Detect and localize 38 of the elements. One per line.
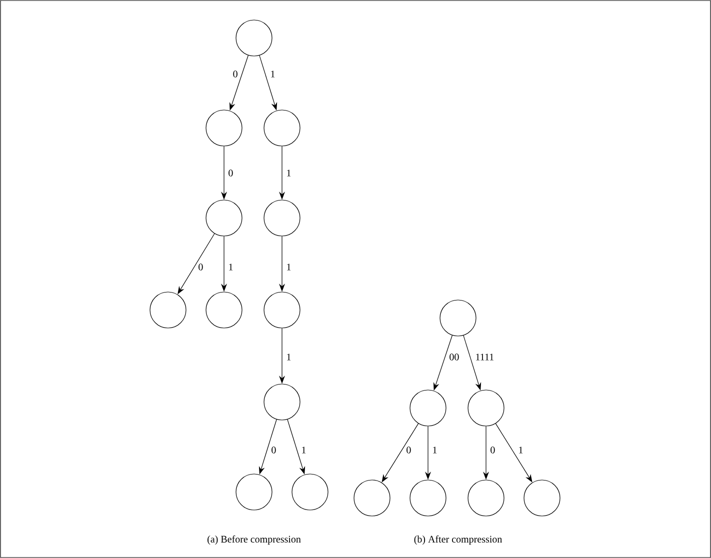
circle-node (236, 20, 272, 56)
circle-node (468, 390, 504, 426)
edge-label: 0 (405, 446, 412, 454)
circle-node (292, 474, 328, 510)
edge-label: 1 (269, 70, 276, 78)
edge-label: 1 (431, 446, 438, 454)
edge-label: 1111 (474, 352, 496, 362)
circle-node (206, 292, 242, 328)
circle-node (206, 110, 242, 146)
circle-node (410, 390, 446, 426)
circle-node (264, 110, 300, 146)
edge-label: 1 (285, 352, 292, 362)
arrow (495, 423, 532, 482)
circle-node (264, 200, 300, 236)
circle-node (206, 200, 242, 236)
circle-node (440, 300, 476, 336)
edge-label: 00 (448, 352, 460, 362)
circle-node (468, 480, 504, 516)
circle-node (150, 292, 186, 328)
circle-node (354, 480, 390, 516)
edge-label: 0 (227, 168, 234, 178)
edge-label: 1 (300, 446, 308, 454)
circle-node (264, 384, 300, 420)
caption: (b) After compression (414, 535, 502, 545)
edge-label: 0 (232, 70, 239, 78)
edge-label: 1 (517, 446, 524, 454)
edge-label: 0 (197, 262, 204, 272)
edge-label: 1 (227, 262, 234, 272)
circle-node (524, 480, 560, 516)
circle-node (410, 480, 446, 516)
arrow (382, 423, 419, 482)
circle-node (236, 474, 272, 510)
edge-label: 0 (270, 446, 278, 454)
edge-label: 1 (285, 168, 292, 178)
caption: (a) Before compression (208, 535, 301, 545)
edge-label: 0 (489, 446, 496, 454)
edge-label: 1 (285, 262, 292, 272)
circle-node (264, 292, 300, 328)
